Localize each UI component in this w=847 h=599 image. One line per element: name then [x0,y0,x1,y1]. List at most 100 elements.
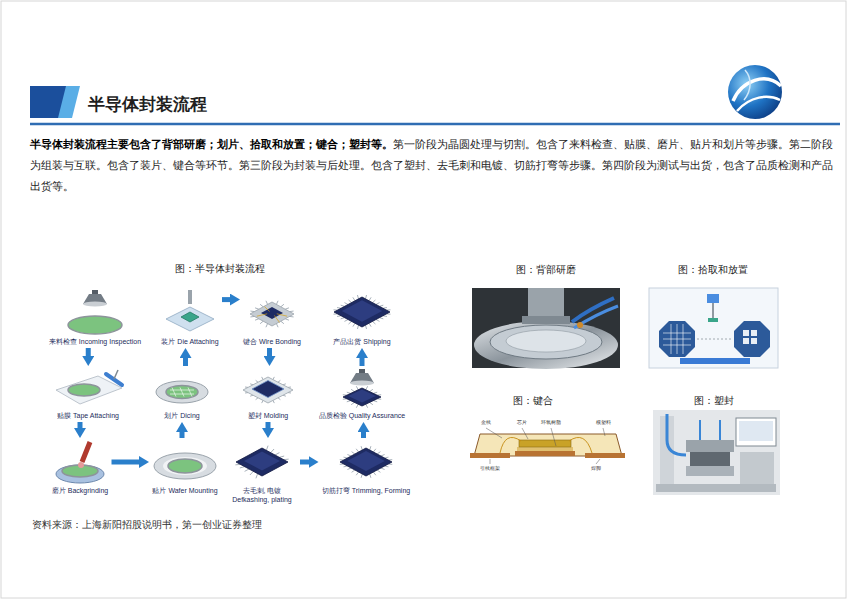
step-illustration [154,453,216,479]
process-step: 贴膜 Tape Attaching [47,368,129,420]
step-illustration [245,469,249,471]
logo-globe [728,65,782,119]
pick-and-place-diagram [743,338,749,344]
step-illustration [278,398,280,400]
step-illustration [170,390,194,391]
step-illustration [64,288,126,336]
step-label: 贴片 Wafer Mounting [152,486,217,495]
step-illustration [250,301,294,327]
step-illustration [266,324,268,328]
step-illustration [56,370,122,404]
step-illustration [56,442,104,483]
step-illustration [52,440,108,485]
step-label: 品质检验 Quality Assurance [319,411,405,420]
pick-and-place-diagram [659,321,695,357]
step-illustration [250,471,253,475]
process-step: 划片 Dicing [153,368,211,420]
step-illustration [83,302,107,307]
source-note: 资料来源：上海新阳招股说明书，第一创业证券整理 [32,519,262,532]
flow-arrow [183,356,188,366]
step-illustration [271,449,274,453]
step-illustration [347,392,351,393]
step-illustration [244,288,300,336]
step-illustration [349,300,352,303]
part-label: 模塑料 [591,419,615,425]
molding-machine-photo [653,410,780,495]
step-illustration [381,468,385,469]
process-step: 装片 Die Attaching [160,288,220,346]
step-illustration [373,449,375,452]
step-illustration [341,318,345,319]
step-illustration [273,400,274,403]
flow-arrow [267,348,272,358]
step-illustration [170,394,194,395]
step-illustration [356,472,358,475]
molding-machine-photo [719,420,721,440]
process-step: 切筋打弯 Trimming, Forming [321,440,412,495]
step-illustration [356,386,358,390]
step-illustration [377,470,380,472]
step-illustration [381,455,385,456]
step-illustration [351,389,354,391]
step-illustration [266,446,268,451]
step-illustration [347,468,351,469]
step-illustration [376,303,380,305]
molding-machine-photo [739,421,773,441]
step-illustration [256,380,258,382]
step-illustration [343,388,381,406]
step-illustration [341,305,345,306]
bonding-cross-section [486,428,502,438]
step-illustration [48,368,128,410]
summary-lead: 半导体封装流程主要包含了背部研磨；划片、拾取和放置；键合；塑封等。 [30,138,393,150]
pick-and-place-diagram [708,318,718,322]
header-bar [58,86,80,118]
flow-arrow [361,430,366,438]
process-step: 来料检查 Incoming Inspection [48,288,143,346]
header-bar [30,86,840,124]
pick-and-place-diagram [697,339,732,340]
logo-globe [728,65,782,119]
bonding-cross-section [470,428,625,464]
bonding-cross-section [551,428,556,446]
step-illustration [156,381,208,403]
step-illustration [240,368,296,410]
source-box: 资料来源：上海新阳招股说明书，第一创业证券整理 [32,519,262,532]
molding-machine-photo [686,440,734,452]
flow-arrow [222,297,232,302]
label-box: 芯片 [510,419,534,425]
step-illustration [92,290,98,294]
step-illustration [162,288,218,336]
step-illustration [243,377,293,403]
step-illustration [359,369,365,373]
step-illustration [377,452,380,454]
step-illustration [373,392,377,393]
pick-and-place-diagram [751,338,757,344]
step-illustration [366,295,367,299]
step-illustration [256,474,258,479]
molding-machine-photo [686,466,734,476]
molding-machine-photo [740,452,774,488]
step-illustration [369,297,371,300]
backgrinding-photo [474,321,618,369]
step-illustration [262,400,263,403]
step-illustration [352,452,355,454]
pick-and-place-diagram [649,288,778,368]
pick-and-place-diagram [734,321,770,357]
step-illustration [369,323,371,326]
step-illustration [376,320,380,322]
step-illustration [180,388,184,397]
part-label: 焊脚 [584,465,608,471]
step-illustration [334,297,390,327]
backgrinding-photo [472,288,620,368]
label-box: 图：塑封 [654,395,774,406]
step-illustration [235,446,288,479]
figure-caption: 图：键合 [473,395,593,406]
step-illustration [114,370,118,379]
step-illustration [350,381,374,386]
flow-arrow [112,460,142,465]
step-illustration [343,369,381,408]
step-label: 去毛刺, 电镀 Defkashing, plating [227,486,297,504]
slide-title: 半导体封装流程 [88,93,207,116]
step-illustration [342,300,382,322]
